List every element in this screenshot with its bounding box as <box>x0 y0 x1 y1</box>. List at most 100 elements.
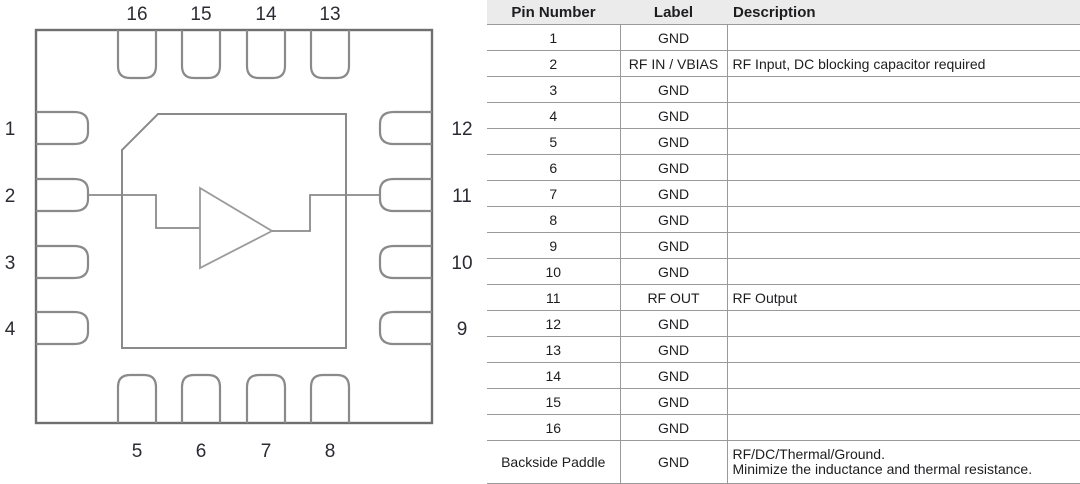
pad-3 <box>36 244 90 280</box>
pad-7 <box>245 373 287 423</box>
column-header-label: Label <box>620 0 727 25</box>
amplifier-triangle-icon <box>199 186 274 270</box>
pin-label-11: 11 <box>452 186 472 207</box>
cell-pin-number: Backside Paddle <box>487 440 621 484</box>
cell-label: GND <box>620 336 728 363</box>
cell-label: GND <box>620 414 728 441</box>
pad-4 <box>36 310 90 346</box>
cell-pin-number: 8 <box>487 206 621 233</box>
cell-pin-number: 14 <box>487 362 621 389</box>
description-line: RF/DC/Thermal/Ground. <box>732 446 885 462</box>
pin-label-4: 4 <box>5 319 16 340</box>
cell-label: GND <box>620 232 728 259</box>
package-outline <box>34 28 434 425</box>
cell-description: RF Output <box>727 284 1080 311</box>
pad-10 <box>378 244 432 280</box>
pin-label-10: 10 <box>451 253 472 274</box>
cell-description: RF Input, DC blocking capacitor required <box>727 50 1080 77</box>
pin-label-12: 12 <box>451 119 472 140</box>
cell-pin-number: 10 <box>487 258 621 285</box>
pin-label-9: 9 <box>457 319 468 340</box>
cell-description <box>727 102 1080 129</box>
pad-16 <box>116 30 158 80</box>
bottom-pads <box>116 373 351 423</box>
pad-15 <box>180 30 222 80</box>
cell-description <box>727 76 1080 103</box>
pinout-figure: 16 15 14 13 5 6 7 8 1 2 3 4 12 11 10 9 <box>5 0 1080 484</box>
cell-label: RF OUT <box>620 284 728 311</box>
cell-pin-number: 16 <box>487 414 621 441</box>
pin-label-2: 2 <box>5 186 16 207</box>
cell-pin-number: 4 <box>487 102 621 129</box>
cell-pin-number: 13 <box>487 336 621 363</box>
cell-description <box>727 232 1080 259</box>
table-header-row: Pin Number Label Description <box>487 0 1080 25</box>
cell-pin-number: 15 <box>487 388 621 415</box>
cell-pin-number: 1 <box>487 24 621 51</box>
cell-description <box>727 362 1080 389</box>
cell-description <box>727 154 1080 181</box>
column-header-description: Description <box>727 0 1080 25</box>
cell-description <box>727 206 1080 233</box>
pin-number-labels: 16 15 14 13 5 6 7 8 1 2 3 4 12 11 10 9 <box>5 4 473 461</box>
cell-label: GND <box>620 154 728 181</box>
cell-pin-number: 9 <box>487 232 621 259</box>
cell-label: GND <box>620 258 728 285</box>
pin-label-13: 13 <box>319 4 340 25</box>
pad-6 <box>180 373 222 423</box>
cell-description: RF/DC/Thermal/Ground.Minimize the induct… <box>727 440 1080 484</box>
left-pads <box>36 110 90 346</box>
description-line: RF Input, DC blocking capacitor required <box>732 55 986 72</box>
cell-label: GND <box>620 388 728 415</box>
cell-description <box>727 310 1080 337</box>
pin-label-7: 7 <box>261 441 272 461</box>
cell-description <box>727 414 1080 441</box>
pad-1 <box>36 110 90 146</box>
pad-14 <box>245 30 287 80</box>
cell-label: GND <box>620 310 728 337</box>
cell-description <box>727 258 1080 285</box>
cell-description <box>727 128 1080 155</box>
pad-11 <box>378 177 432 213</box>
pin-label-6: 6 <box>196 441 207 461</box>
pin-label-14: 14 <box>255 4 277 25</box>
cell-label: GND <box>620 440 728 484</box>
cell-label: GND <box>620 76 728 103</box>
cell-label: RF IN / VBIAS <box>620 50 728 77</box>
cell-label: GND <box>620 102 728 129</box>
right-pads <box>378 110 432 346</box>
pad-8 <box>309 373 351 423</box>
cell-pin-number: 7 <box>487 180 621 207</box>
pad-9 <box>378 310 432 346</box>
cell-label: GND <box>620 206 728 233</box>
cell-label: GND <box>620 24 728 51</box>
die-outline <box>121 113 347 349</box>
cell-description <box>727 180 1080 207</box>
pad-12 <box>378 110 432 146</box>
rf-in-trace <box>88 194 200 229</box>
pin-label-5: 5 <box>132 441 143 461</box>
cell-pin-number: 2 <box>487 50 621 77</box>
pin-label-3: 3 <box>5 253 16 274</box>
cell-label: GND <box>620 128 728 155</box>
cell-description <box>727 24 1080 51</box>
cell-pin-number: 11 <box>487 284 621 311</box>
pad-5 <box>116 373 158 423</box>
